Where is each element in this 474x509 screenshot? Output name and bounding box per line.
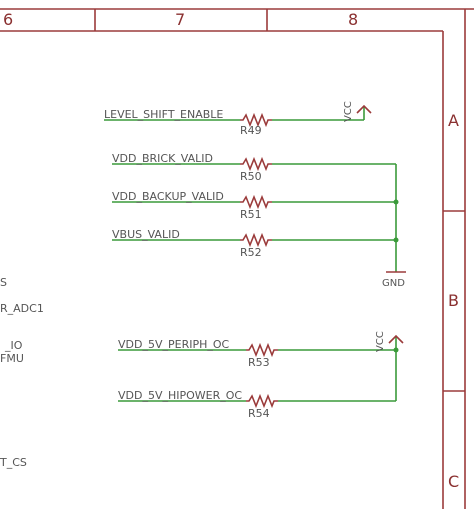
junction-dot [393,237,399,243]
resistor-ref: R51 [240,208,262,221]
resistor-r51[interactable] [240,194,272,210]
junction-dot [393,347,399,353]
net-label: VDD_BACKUP_VALID [112,190,224,203]
vcc-label: VCC [375,331,386,352]
net-label: VDD_5V_HIPOWER_OC [118,389,242,402]
net-label-fragment: FMU [0,352,24,365]
gnd-bus: GND [382,164,406,289]
net-label-fragment: S [0,276,7,289]
net-r52: VBUS_VALID R52 [112,228,396,259]
column-label: 7 [175,10,185,29]
row-label: A [448,111,459,130]
net-r54: VDD_5V_HIPOWER_OC R54 [118,389,396,420]
resistor-r50[interactable] [240,156,272,172]
column-label: 6 [3,10,13,29]
vcc-label: VCC [343,101,354,122]
net-r53: VDD_5V_PERIPH_OC R53 [118,338,396,369]
gnd-label: GND [382,278,405,289]
vcc-arrow-icon [388,334,404,344]
resistor-r52[interactable] [240,232,272,248]
sheet-frame [0,8,474,509]
row-label: B [448,291,459,310]
vcc-symbol-top: VCC [343,101,372,122]
resistor-ref: R52 [240,246,262,259]
resistor-r53[interactable] [246,342,278,358]
net-label-fragment: R_ADC1 [0,302,44,315]
net-r50: VDD_BRICK_VALID R50 [112,152,396,183]
net-label: VBUS_VALID [112,228,180,241]
junction-dot [393,199,399,205]
resistor-ref: R49 [240,124,262,137]
resistor-r49[interactable] [240,112,272,128]
resistor-r54[interactable] [246,393,278,409]
row-label: C [448,472,459,491]
resistor-ref: R50 [240,170,262,183]
net-r51: VDD_BACKUP_VALID R51 [112,190,396,221]
resistor-ref: R54 [248,407,270,420]
net-label-fragment: _IO [4,339,23,352]
resistor-ref: R53 [248,356,270,369]
net-label: LEVEL_SHIFT_ENABLE [104,108,223,121]
vcc-bus: VCC [375,331,404,401]
vcc-arrow-icon [356,104,372,114]
column-label: 8 [348,10,358,29]
net-r49: LEVEL_SHIFT_ENABLE R49 [104,106,365,137]
net-label-fragment: T_CS [0,456,27,469]
net-label: VDD_BRICK_VALID [112,152,213,165]
net-label: VDD_5V_PERIPH_OC [118,338,230,351]
